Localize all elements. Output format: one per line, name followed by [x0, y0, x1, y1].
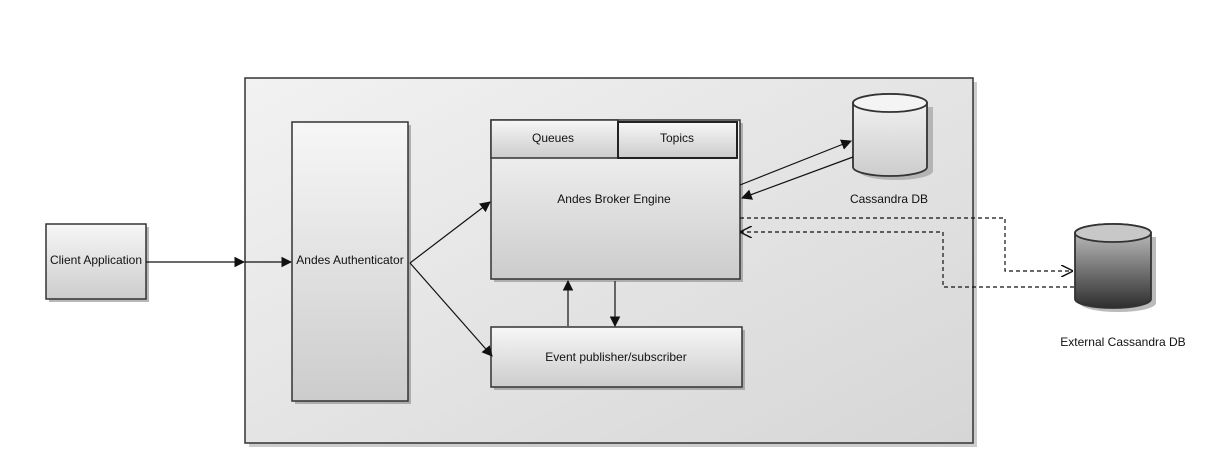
- event-publisher-subscriber-label: Event publisher/subscriber: [545, 350, 686, 364]
- broker-to-external-cassandra-dashed-arrow: [740, 217, 1072, 271]
- andes-authenticator-box: Andes Authenticator: [291, 121, 411, 404]
- cassandra-db-cylinder: [852, 93, 933, 180]
- broker-to-cassandra-arrow: [739, 139, 853, 186]
- authenticator-to-event-arrow: [409, 262, 493, 357]
- event-publisher-subscriber-box: Event publisher/subscriber: [490, 326, 745, 390]
- topics-tab-label: Topics: [660, 131, 694, 145]
- queues-tab: Queues: [490, 119, 619, 159]
- queues-tab-label: Queues: [532, 131, 574, 145]
- authenticator-to-broker-arrow: [409, 201, 491, 264]
- external-cassandra-to-broker-dashed-arrow: [741, 232, 1074, 288]
- topics-tab: Topics: [617, 121, 738, 159]
- client-application-label: Client Application: [50, 253, 142, 267]
- cassandra-db-label: Cassandra DB: [850, 192, 928, 206]
- client-application-box: Client Application: [45, 223, 149, 302]
- external-cassandra-db-label: External Cassandra DB: [1060, 335, 1185, 349]
- andes-broker-engine-label: Andes Broker Engine: [557, 192, 671, 206]
- cassandra-to-broker-arrow: [740, 156, 854, 200]
- andes-broker-engine-box: Queues Topics Andes Broker Engine: [490, 119, 743, 282]
- andes-authenticator-label: Andes Authenticator: [296, 253, 403, 267]
- external-cassandra-db-cylinder: [1074, 223, 1156, 312]
